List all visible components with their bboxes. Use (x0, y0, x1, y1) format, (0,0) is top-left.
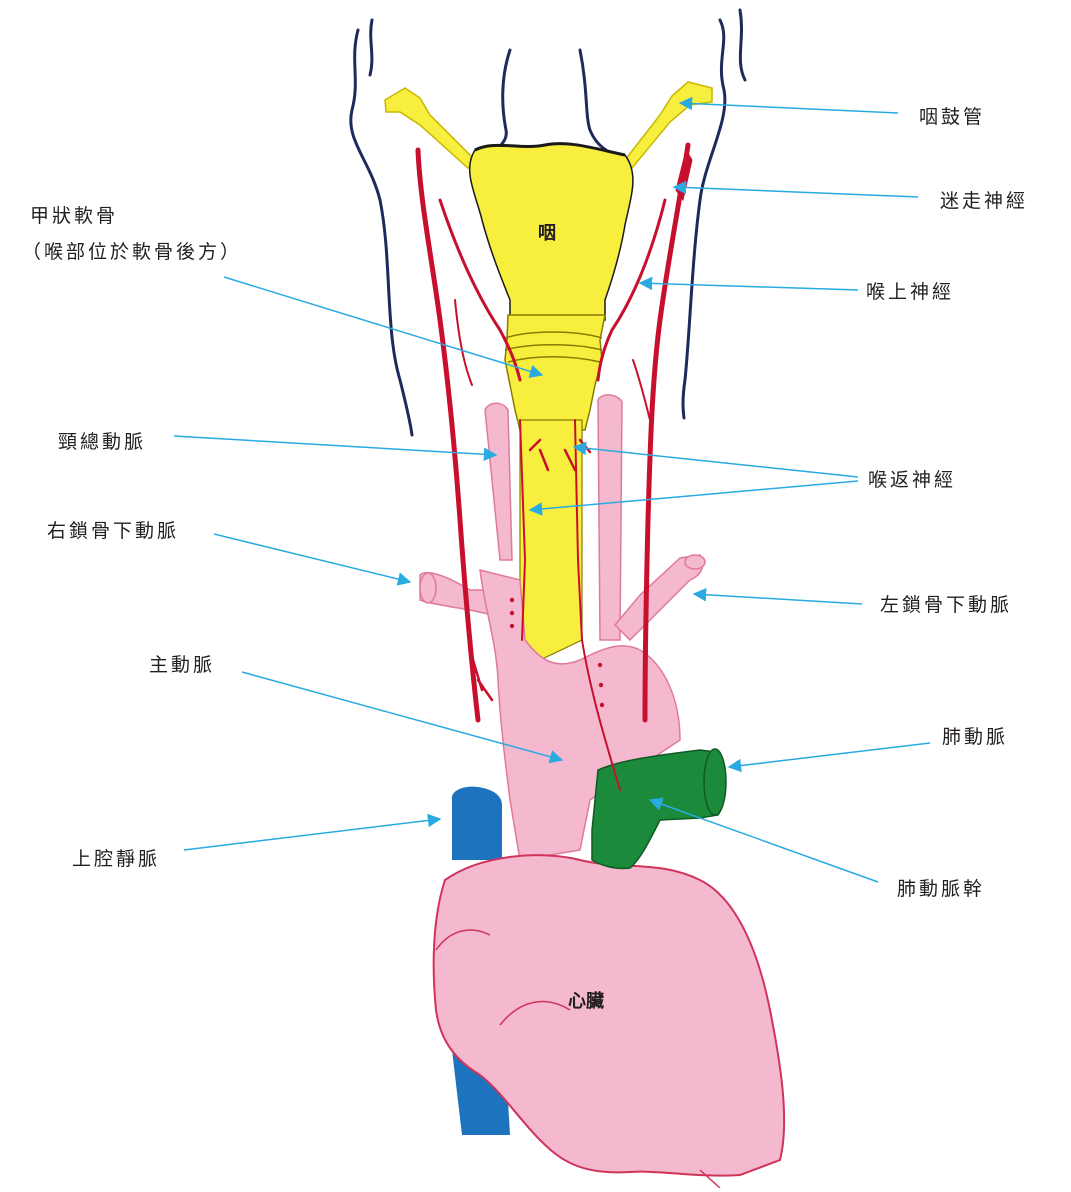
common-carotid-left (598, 395, 622, 640)
neck-outline-right-outer (683, 20, 725, 418)
leader-left-subclavian (694, 594, 862, 604)
pulmonary-artery-end (704, 749, 726, 815)
label-thyroid-cartilage-note: （喉部位於軟骨後方） (22, 237, 242, 264)
leader-vena-cava (184, 819, 440, 850)
label-right-subclavian-artery: 右鎖骨下動脈 (47, 516, 179, 543)
label-eustachian-tube: 咽鼓管 (919, 102, 985, 129)
face-outline-right (580, 50, 606, 150)
label-superior-laryngeal-nerve: 喉上神經 (866, 277, 954, 304)
label-heart: 心臟 (568, 987, 604, 1013)
vagus-nerve-right (418, 150, 478, 720)
leader-carotid (174, 436, 496, 455)
label-vagus-nerve: 迷走神經 (940, 186, 1028, 213)
face-outline-left (496, 50, 510, 152)
label-superior-vena-cava: 上腔靜脈 (72, 844, 160, 871)
leader-pulmonary-trunk (650, 800, 878, 882)
eustachian-tube-left (385, 88, 475, 168)
leader-vagus (674, 187, 918, 197)
label-pharynx: 咽 (538, 219, 556, 245)
left-subclavian-end (685, 555, 705, 569)
label-pulmonary-trunk: 肺動脈幹 (897, 874, 985, 901)
superior-vena-cava (452, 787, 502, 860)
label-common-carotid-artery: 頸總動脈 (58, 427, 146, 454)
label-recurrent-laryngeal-nerve: 喉返神經 (868, 465, 956, 492)
right-subclavian-end (420, 573, 436, 603)
label-thyroid-cartilage: 甲狀軟骨 (30, 201, 118, 228)
vagus-nerve-left (645, 145, 688, 720)
label-aorta: 主動脈 (149, 650, 215, 677)
leader-eustachian (680, 103, 898, 113)
label-pulmonary-artery: 肺動脈 (942, 722, 1008, 749)
leader-right-subclavian (214, 534, 410, 582)
leader-pulmonary-artery (729, 743, 930, 767)
label-left-subclavian-artery: 左鎖骨下動脈 (880, 590, 1012, 617)
leader-superior-laryngeal (640, 283, 858, 290)
trachea (520, 420, 582, 660)
eustachian-tube-right (625, 82, 712, 168)
leader-thyroid (224, 277, 542, 375)
common-carotid-right (485, 403, 512, 560)
